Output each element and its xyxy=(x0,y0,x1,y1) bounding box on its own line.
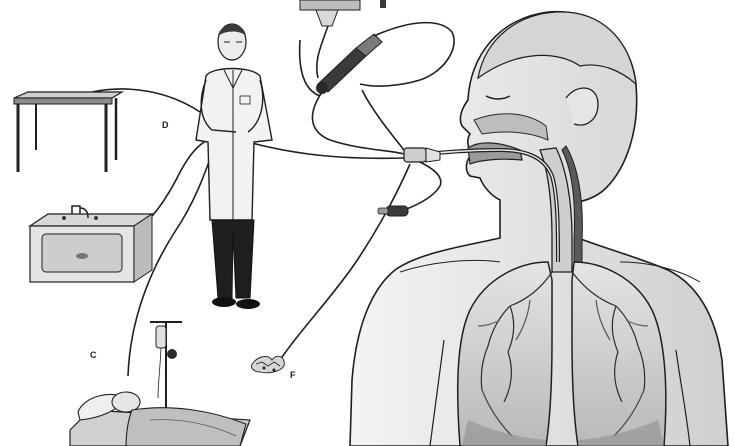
scope-clamp xyxy=(316,10,338,26)
iv-drip xyxy=(167,349,177,359)
patient-bed-icon xyxy=(70,392,250,446)
blanket xyxy=(126,408,246,446)
scope-mount xyxy=(300,0,360,10)
connector-flare xyxy=(426,148,440,162)
table-top xyxy=(14,92,122,98)
iv-stand-icon xyxy=(150,322,182,420)
table-icon xyxy=(14,92,122,172)
specimen-icon xyxy=(251,356,284,373)
label-d: D xyxy=(162,120,169,130)
bronchoscope-icon xyxy=(300,0,386,94)
physician-trousers xyxy=(212,220,254,298)
sink-drain xyxy=(76,253,88,259)
suction-valve-icon xyxy=(378,206,408,216)
physician-shoe-left xyxy=(212,297,236,307)
physician-coat xyxy=(196,69,272,221)
label-f: F xyxy=(290,370,296,380)
label-c: C xyxy=(90,350,97,360)
table-top-edge xyxy=(14,98,112,104)
iv-bag xyxy=(156,326,166,348)
physician-shoe-right xyxy=(236,299,260,309)
sink-counter xyxy=(30,214,152,226)
tube-connector xyxy=(404,148,426,162)
sink-icon xyxy=(30,206,152,282)
scope-small-part xyxy=(380,0,386,8)
sink-side xyxy=(134,214,152,282)
